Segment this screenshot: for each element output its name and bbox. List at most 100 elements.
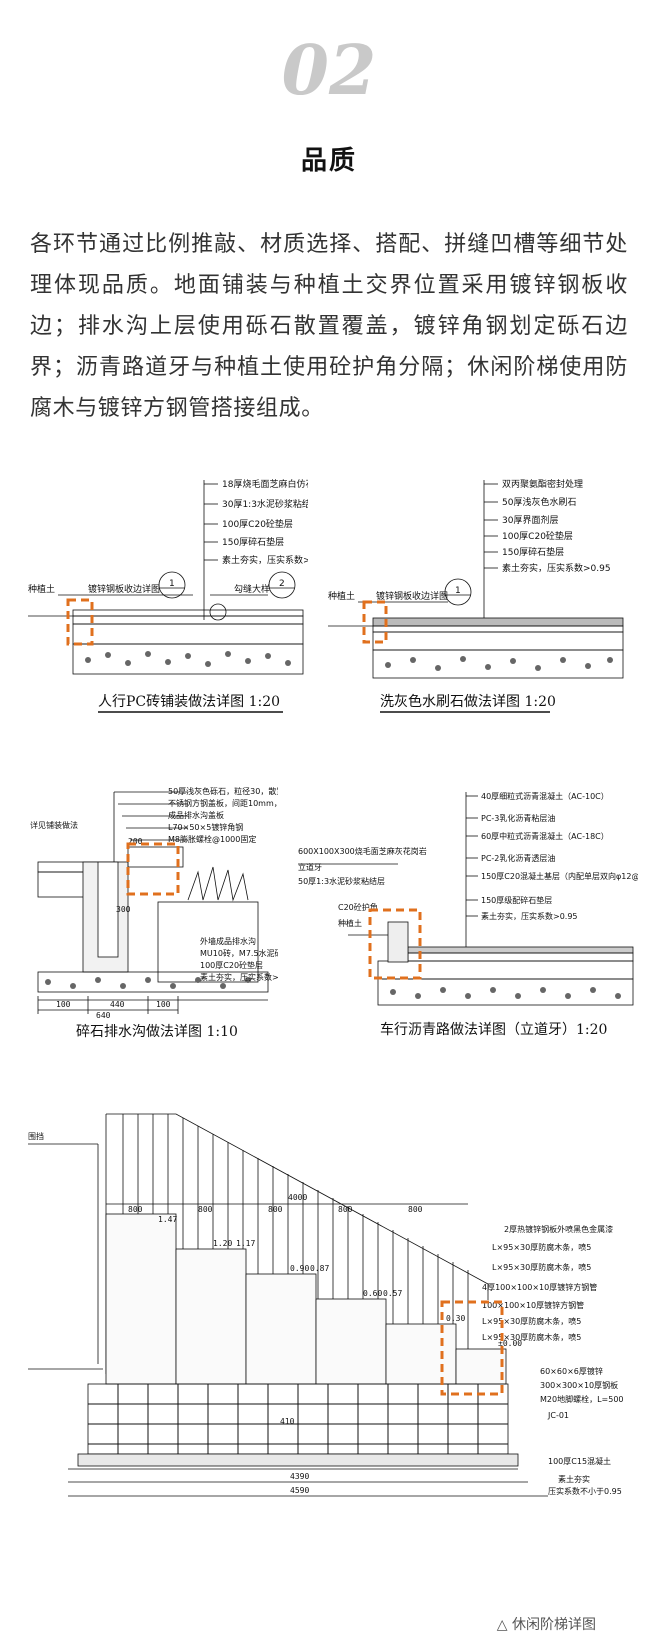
annotation-label: 成品排水沟盖板 <box>168 810 224 820</box>
highlight-box <box>362 600 388 644</box>
figure-caption-text: 休闲阶梯详图 <box>512 1617 596 1633</box>
layer-label: 30厚界面剂层 <box>502 514 558 526</box>
dimension-text: 300 <box>116 905 131 914</box>
gravel-texture-2 <box>385 656 613 671</box>
dimension-text: 800 <box>268 1205 283 1214</box>
annotation-label: 600X100X300烧毛面芝麻灰花岗岩 <box>298 846 427 856</box>
section-number-text: 02 <box>282 31 377 108</box>
dimension-text: 100 <box>56 1000 71 1009</box>
drawing-leisure-stairs: 围挡 4000 800 800 800 800 800 1.47 1.20 1.… <box>28 1113 624 1497</box>
gravel-texture-3 <box>45 977 251 989</box>
level-text: 1.20 <box>213 1239 232 1248</box>
dimension-text: 800 <box>198 1205 213 1214</box>
section-paragraph: 各环节通过比例推敲、材质选择、搭配、拼缝凹槽等细节处理体现品质。地面铺装与种植土… <box>30 232 628 421</box>
annotation-label: 50厚浅灰色砾石，粒径30，散置 <box>168 786 278 796</box>
annotation-label: M8膨胀螺栓@1000固定 <box>168 834 256 844</box>
dimension-text: 410 <box>280 1417 295 1426</box>
drawing-gravel-drain: 50厚浅灰色砾石，粒径30，散置 不锈钢方钢盖板，间距10mm，2@80 成品排… <box>30 786 278 1040</box>
highlight-box <box>126 842 180 896</box>
annotation-label: 详见铺装做法 <box>30 820 78 830</box>
layer-label: 50厚浅灰色水刷石 <box>502 496 576 508</box>
layer-label: 双丙聚氨酯密封处理 <box>502 478 583 490</box>
triangle-icon: △ <box>496 1617 508 1633</box>
gravel-texture-4 <box>390 987 621 999</box>
annotation-label: MU10砖，M7.5水泥砂浆砌筑 <box>200 948 278 958</box>
highlight-box <box>368 908 422 980</box>
layer-label: 100厚C20砼垫层 <box>502 530 573 542</box>
layer-label: L×95×30厚防腐木条，喷5 <box>482 1332 581 1342</box>
dimension-text: 800 <box>408 1205 423 1214</box>
layer-label: 60×60×6厚镀锌 <box>540 1366 603 1376</box>
layer-label: 300×300×10厚钢板 <box>540 1380 618 1390</box>
dimension-text: 440 <box>110 1000 125 1009</box>
layer-label: 素土夯实 <box>558 1474 590 1484</box>
annotation-label: 围挡 <box>28 1131 44 1141</box>
level-text: 1.17 <box>236 1239 255 1248</box>
annotation-label: 外墙成品排水沟 <box>200 936 256 946</box>
annotation-label: 立道牙 <box>298 862 322 872</box>
layer-label: 150厚碎石垫层 <box>502 546 564 558</box>
level-text: 0.90 <box>290 1264 309 1273</box>
layer-label: L×95×30厚防腐木条，喷5 <box>492 1262 591 1272</box>
layer-label: 100×100×10厚镀锌方钢管 <box>482 1300 584 1310</box>
dimension-text: 640 <box>96 1011 111 1020</box>
layer-label: 150厚级配碎石垫层 <box>481 895 552 905</box>
section-title: 品质 <box>300 146 357 176</box>
planting-soil-label: 种植土 <box>338 918 362 928</box>
drawing-caption: 碎石排水沟做法详图 1:10 <box>76 1024 238 1040</box>
layer-label: L×95×30厚防腐木条，喷5 <box>492 1242 591 1252</box>
drawing-washed-stone: 双丙聚氨酯密封处理 50厚浅灰色水刷石 30厚界面剂层 100厚C20砼垫层 1… <box>328 478 624 713</box>
annotation-label: 不锈钢方钢盖板，间距10mm，2@80 <box>168 798 278 808</box>
level-text: 1.47 <box>158 1215 177 1224</box>
layer-label: L×95×30厚防腐木条，喷5 <box>482 1316 581 1326</box>
layer-label: M20地脚螺栓，L=500 <box>540 1394 624 1404</box>
planting-soil-label: 种植土 <box>28 583 55 595</box>
detail-ref-number: 1 <box>169 579 175 589</box>
layer-label: JC-01 <box>547 1411 569 1420</box>
layer-label: 30厚1:3水泥砂浆粘结层 <box>222 498 308 510</box>
planting-soil-label: 种植土 <box>328 590 355 602</box>
level-text: 0.30 <box>446 1314 465 1323</box>
layer-label: PC-2乳化沥青透层油 <box>481 853 555 863</box>
level-text: 0.57 <box>383 1289 402 1298</box>
drawing-caption: 洗灰色水刷石做法详图 1:20 <box>380 693 556 710</box>
layer-label: 150厚C20混凝土基层（内配单层双向φ12@150） <box>481 871 638 881</box>
dimension-text: 800 <box>338 1205 353 1214</box>
layer-label: 18厚烧毛面芝麻白仿石PC <box>222 478 308 490</box>
layer-label: 素土夯实，压实系数>0.95 <box>502 562 611 574</box>
level-text: 0.87 <box>310 1264 329 1273</box>
layer-label: 压实系数不小于0.95 <box>548 1486 622 1496</box>
layer-label: 100厚C20砼垫层 <box>222 518 293 530</box>
highlight-box <box>440 1300 504 1396</box>
drawing-caption: 人行PC砖铺装做法详图 1:20 <box>98 694 280 710</box>
dimension-text: 800 <box>128 1205 143 1214</box>
dimension-text: 100 <box>156 1000 171 1009</box>
layer-label: 素土夯实，压实系数>0.95 <box>222 554 308 566</box>
edge-detail-label: 镀锌钢板收边详图 <box>376 590 448 602</box>
foundation-grid <box>88 1384 508 1454</box>
figure-caption: △ 休闲阶梯详图 <box>497 1614 596 1634</box>
detail-ref-number: 1 <box>455 586 461 596</box>
dimension-text: 4590 <box>290 1486 309 1495</box>
layer-label: 100厚C15混凝土 <box>548 1456 611 1466</box>
annotation-label: L70×50×5镀锌角钢 <box>168 822 243 832</box>
highlight-box <box>66 598 94 646</box>
layer-label: PC-3乳化沥青粘层油 <box>481 813 555 823</box>
level-text: ±0.00 <box>498 1339 522 1348</box>
dimension-text: 4000 <box>288 1193 307 1202</box>
joint-detail-label: 勾缝大样 <box>234 583 270 595</box>
annotation-label: 50厚1:3水泥砂浆粘结层 <box>298 876 385 886</box>
layer-label: 60厚中粒式沥青混凝土（AC-18C） <box>481 831 609 841</box>
dimension-text: 4390 <box>290 1472 309 1481</box>
level-text: 0.60 <box>363 1289 382 1298</box>
layer-label: 素土夯实，压实系数>0.95 <box>481 911 578 921</box>
annotation-label: 100厚C20砼垫层 <box>200 960 263 970</box>
drawing-pc-paving: 18厚烧毛面芝麻白仿石PC 30厚1:3水泥砂浆粘结层 100厚C20砼垫层 1… <box>28 478 308 713</box>
detail-ref-number: 2 <box>279 579 285 589</box>
layer-label: 150厚碎石垫层 <box>222 536 284 548</box>
section-number-graphic: 02 <box>282 31 377 111</box>
layer-label: 2厚热镀锌钢板外喷黑色金属漆 <box>504 1224 613 1234</box>
section-number: 02 <box>0 28 658 112</box>
annotation-label: 素土夯实，压实系数>0.95 <box>200 972 278 982</box>
layer-label: 40厚细粒式沥青混凝土（AC-10C） <box>481 791 609 801</box>
